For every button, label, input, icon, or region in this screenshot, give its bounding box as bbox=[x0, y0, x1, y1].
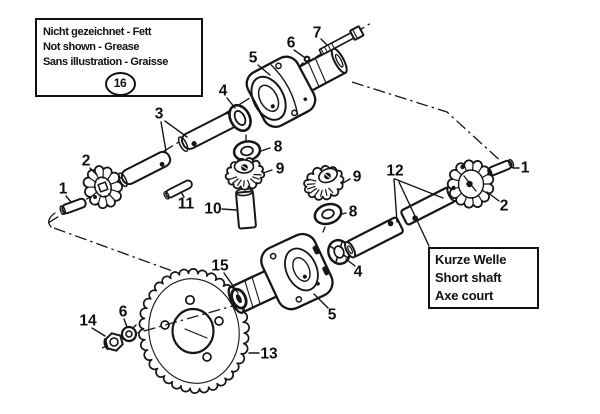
shaft-line-german: Kurze Welle bbox=[435, 252, 507, 267]
part-bearing-housing-upper bbox=[245, 47, 348, 128]
shaft-line-french: Axe court bbox=[435, 288, 494, 303]
leader-5-lower bbox=[313, 293, 329, 309]
note-line-german: Nicht gezeichnet - Fett bbox=[43, 26, 152, 38]
leader-lines bbox=[65, 38, 520, 354]
leader-10 bbox=[221, 208, 237, 211]
part-pinion-washer-right bbox=[313, 202, 343, 226]
callout-2-left: 2 bbox=[82, 153, 91, 170]
callout-15: 15 bbox=[211, 258, 229, 275]
leader-4-top bbox=[226, 97, 236, 109]
leader-3 bbox=[160, 120, 188, 152]
leader-2-right bbox=[486, 191, 500, 202]
callout-3: 3 bbox=[155, 106, 164, 123]
leader-11 bbox=[180, 191, 185, 198]
callout-8-right: 8 bbox=[349, 204, 358, 221]
leader-12 bbox=[393, 178, 444, 247]
axis-line-right-axle bbox=[351, 81, 506, 166]
part-lock-washer bbox=[120, 324, 138, 343]
part-roll-pin-right bbox=[487, 158, 515, 177]
leader-7 bbox=[320, 38, 328, 46]
callout-9-right: 9 bbox=[353, 169, 362, 186]
callout-6-lower: 6 bbox=[119, 304, 128, 321]
sprocket-bolt-hole bbox=[184, 294, 196, 306]
callout-5-top: 5 bbox=[249, 50, 258, 67]
callout-1-left: 1 bbox=[59, 181, 68, 198]
leader-8-right bbox=[341, 212, 347, 215]
part-screw-upper bbox=[299, 55, 311, 67]
center-mark-lower bbox=[322, 226, 326, 233]
sprocket-root-circle bbox=[148, 278, 240, 384]
callout-13: 13 bbox=[260, 346, 278, 363]
note-box: Nicht gezeichnet - Fett Not shown - Grea… bbox=[35, 18, 203, 97]
callout-5-lower: 5 bbox=[328, 307, 337, 324]
callout-2-right: 2 bbox=[500, 198, 509, 215]
leader-9-upper bbox=[262, 169, 273, 174]
note-circled-number: 16 bbox=[104, 72, 136, 96]
leader-6-lower bbox=[123, 318, 128, 328]
sprocket-bolt-hole bbox=[214, 316, 224, 326]
callout-4-lower: 4 bbox=[354, 264, 363, 281]
callout-4-top: 4 bbox=[219, 83, 228, 100]
short-shaft-label-box: Kurze Welle Short shaft Axe court bbox=[428, 247, 539, 309]
leader-5-top bbox=[257, 64, 271, 76]
part-short-shaft-lower bbox=[344, 216, 404, 259]
part-pinion-shaft bbox=[235, 187, 257, 230]
note-line-english: Not shown - Grease bbox=[43, 41, 140, 53]
part-bevel-pinion-right bbox=[303, 165, 345, 201]
part-hex-bolt bbox=[318, 25, 365, 56]
leader-4-lower bbox=[345, 258, 356, 267]
part-axle-bevel-gear-right bbox=[446, 159, 495, 209]
leader-9-right bbox=[342, 178, 351, 184]
part-axle-shaft-a bbox=[117, 150, 172, 188]
leader-14 bbox=[91, 327, 106, 337]
part-bevel-pinion-upper bbox=[224, 157, 266, 191]
part-axle-bevel-gear-left bbox=[82, 165, 124, 210]
shaft-line-english: Short shaft bbox=[435, 270, 502, 285]
callout-1-right: 1 bbox=[521, 160, 530, 177]
sprocket-bolt-hole bbox=[160, 320, 170, 330]
callout-6-top: 6 bbox=[287, 35, 296, 52]
callout-numbers: 1 2 3 11 4 5 6 7 8 9 10 9 8 12 1 2 4 5 1… bbox=[59, 25, 530, 363]
axis-bend-mark bbox=[48, 212, 56, 228]
sprocket-hub-hole bbox=[171, 307, 215, 355]
callout-11: 11 bbox=[178, 196, 195, 213]
leader-15 bbox=[223, 272, 239, 294]
leader-6-top bbox=[293, 49, 305, 58]
leader-8-upper bbox=[260, 147, 271, 152]
callout-10: 10 bbox=[204, 201, 221, 218]
leader-2-left bbox=[89, 167, 98, 176]
sprocket-key-mark bbox=[184, 328, 208, 339]
callout-12: 12 bbox=[386, 163, 403, 180]
callout-7: 7 bbox=[313, 25, 322, 42]
note-line-french: Sans illustration - Graisse bbox=[43, 56, 168, 68]
callout-14: 14 bbox=[79, 313, 97, 330]
callout-8-upper: 8 bbox=[274, 139, 283, 156]
callout-9-upper: 9 bbox=[276, 161, 285, 178]
part-nut bbox=[103, 332, 124, 352]
leader-1-left bbox=[65, 195, 72, 203]
part-bearing-housing-lower bbox=[227, 232, 334, 314]
sprocket-bolt-hole bbox=[202, 352, 212, 362]
part-roll-pin-left bbox=[59, 197, 87, 216]
